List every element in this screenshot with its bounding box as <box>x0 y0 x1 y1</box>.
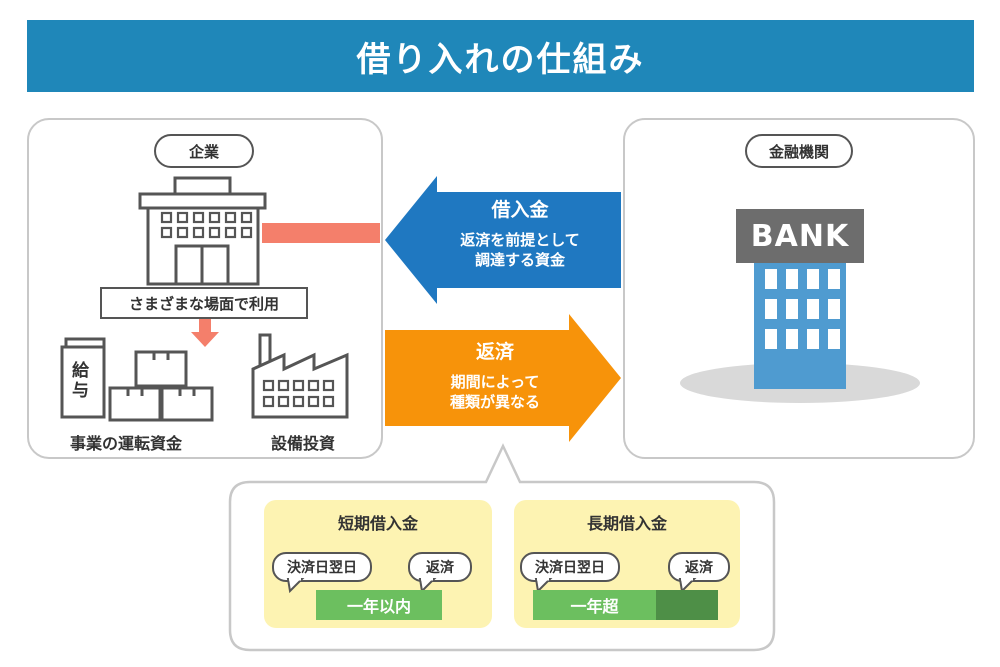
repay-title: 返済 <box>475 341 514 363</box>
short-term-settlement-bubble: 決済日翌日 <box>272 552 372 582</box>
boxes-icon <box>108 350 214 422</box>
long-term-settlement-tail <box>534 577 553 594</box>
loan-desc-line1: 返済を前提として <box>460 230 580 249</box>
long-term-title: 長期借入金 <box>586 514 667 533</box>
loan-desc-line2: 調達する資金 <box>474 250 565 269</box>
factory-icon <box>251 333 349 419</box>
short-term-repay-bubble: 返済 <box>408 552 472 582</box>
long-term-bar: 一年超 <box>533 590 656 620</box>
short-term-repay-tail <box>418 577 437 594</box>
long-term-settlement-bubble: 決済日翌日 <box>520 552 620 582</box>
bank-label: 金融機関 <box>745 134 853 168</box>
salary-envelope-icon <box>60 337 106 419</box>
capex-label: 設備投資 <box>270 434 335 453</box>
company-building-icon <box>138 176 267 286</box>
repay-arrow <box>385 314 621 442</box>
company-label: 企業 <box>154 134 254 168</box>
repay-desc-line1: 期間によって <box>450 372 540 391</box>
bank-building-icon <box>680 209 920 403</box>
down-arrow-icon <box>191 319 219 347</box>
page-title: 借り入れの仕組み <box>27 20 974 92</box>
long-term-repay-tail <box>678 577 697 594</box>
repay-desc-line2: 種類が異なる <box>449 392 540 411</box>
short-term-title: 短期借入金 <box>337 514 418 533</box>
usage-label: さまざまな場面で利用 <box>100 287 308 319</box>
bank-sign-text: BANK <box>750 218 850 254</box>
working-capital-label: 事業の運転資金 <box>69 434 182 453</box>
short-term-settlement-tail <box>286 577 305 594</box>
long-term-repay-bubble: 返済 <box>668 552 730 582</box>
salary-text: 給与 <box>72 361 89 401</box>
repay-arrow-text: 返済 期間によって 種類が異なる <box>400 340 590 412</box>
short-term-bar: 一年以内 <box>316 590 442 620</box>
loan-arrow-text: 借入金 返済を前提として 調達する資金 <box>425 198 615 270</box>
loan-arrow <box>385 176 621 304</box>
connector-bar <box>262 223 380 243</box>
loan-title: 借入金 <box>491 199 549 221</box>
long-term-bar-extension <box>656 590 718 620</box>
